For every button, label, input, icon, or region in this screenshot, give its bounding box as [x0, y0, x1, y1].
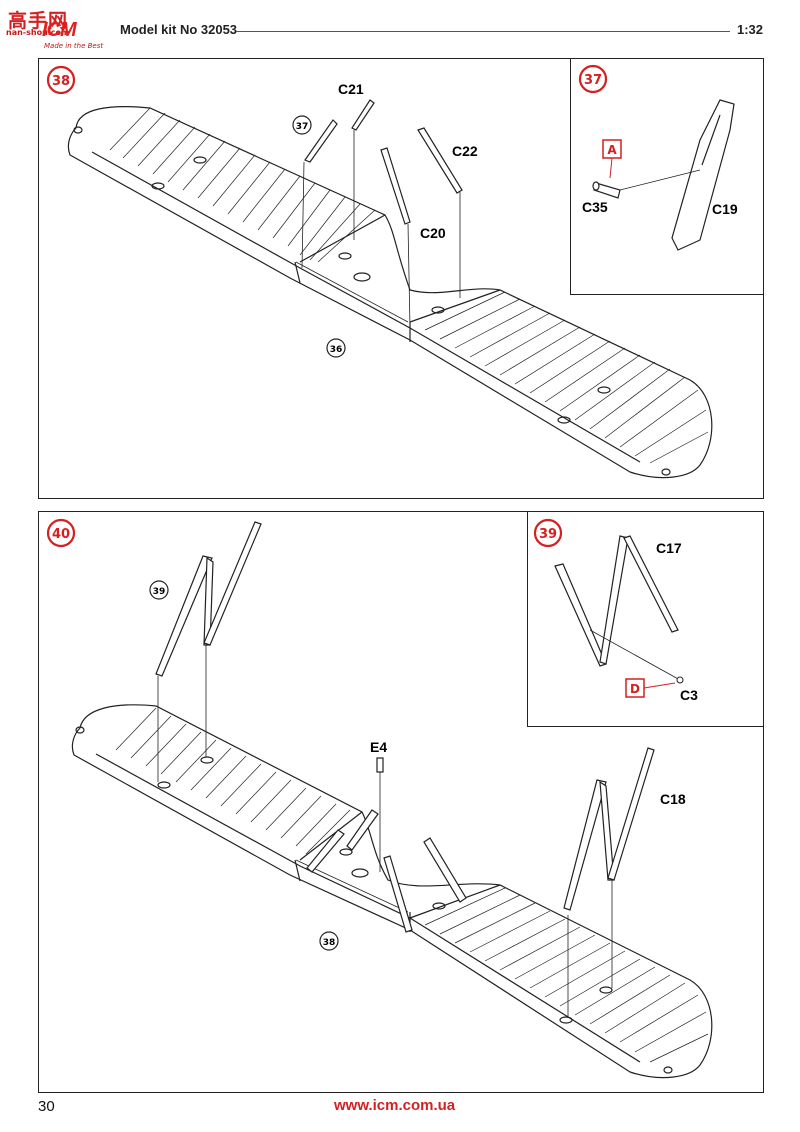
step-ref-circle — [292, 115, 312, 135]
footer-website-link[interactable]: www.icm.com.ua — [334, 1097, 456, 1114]
strut-c19-drawing — [671, 99, 735, 251]
step-number-40: 40 — [52, 527, 70, 542]
assembly-guide-line — [589, 629, 681, 681]
header-divider — [236, 31, 730, 32]
interplane-strut-c18-drawing — [563, 747, 655, 911]
step-39-inset-panel — [527, 511, 764, 727]
part-label-e4: E4 — [370, 739, 387, 755]
step-ref-circle — [319, 931, 339, 951]
step-badge — [533, 518, 563, 548]
step-ref-39: 39 — [153, 587, 166, 597]
part-c3-drawing — [676, 676, 684, 684]
logo-chinese-text: 高手网 — [8, 10, 69, 32]
part-label-c20: C20 — [420, 225, 446, 241]
part-label-c17: C17 — [656, 540, 682, 556]
step-ref-circle — [149, 580, 169, 600]
assembly-guide-lines — [157, 645, 613, 1018]
scale-label: 1:32 — [737, 22, 764, 37]
part-label-c22: C22 — [452, 143, 478, 159]
step-badge — [578, 64, 608, 94]
upper-wing-drawing — [67, 106, 713, 479]
step-number-39: 39 — [539, 527, 557, 542]
marker-leader — [643, 682, 676, 689]
interplane-strut-left-drawing — [155, 521, 262, 677]
assembled-cabane-drawing — [306, 809, 467, 933]
step-badge — [46, 518, 76, 548]
step-37-inset-panel — [570, 58, 764, 295]
step-badge — [46, 65, 76, 95]
part-label-c21: C21 — [338, 81, 364, 97]
part-label-c18: C18 — [660, 791, 686, 807]
step-ref-circle — [326, 338, 346, 358]
part-e4-drawing — [376, 757, 384, 773]
marker-d: D — [630, 682, 640, 696]
assembly-guide-lines — [301, 130, 461, 329]
strut-c17-drawing — [554, 535, 679, 667]
lower-wing-drawing — [71, 704, 713, 1079]
page-number: 30 — [38, 1098, 55, 1115]
part-label-c3: C3 — [680, 687, 698, 703]
part-label-c35: C35 — [582, 199, 608, 215]
step-ref-38: 38 — [323, 938, 336, 948]
part-label-c19: C19 — [712, 201, 738, 217]
part-c35-drawing — [592, 181, 621, 199]
assembly-guide-line — [619, 169, 701, 191]
kit-title: Model kit No 32053 — [120, 22, 238, 37]
icm-logo: ICM — [42, 19, 77, 41]
logo-tagline: Made in the Best — [44, 42, 104, 50]
cabane-struts-drawing — [304, 99, 463, 225]
marker-a: A — [607, 143, 617, 157]
logo-url-text: nan-shou.com — [6, 28, 70, 37]
step-number-38: 38 — [52, 74, 70, 89]
step-ref-37: 37 — [296, 122, 309, 132]
step-number-37: 37 — [584, 73, 602, 88]
marker-leader — [609, 157, 613, 179]
step-ref-36: 36 — [330, 345, 343, 355]
